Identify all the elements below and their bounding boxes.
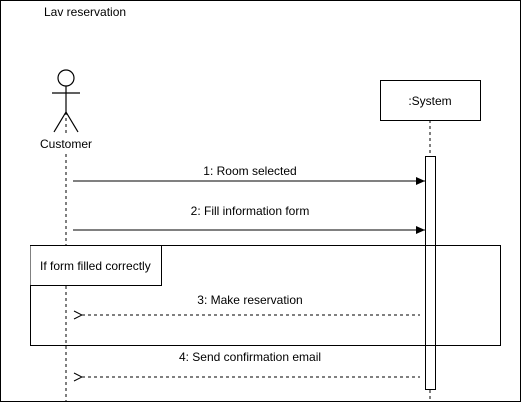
system-box	[380, 80, 481, 121]
fragment-label: If form filled correctly	[40, 259, 151, 273]
condition-fragment	[30, 245, 501, 346]
message-3-label: 3: Make reservation	[197, 293, 302, 307]
message-1-label: 1: Room selected	[203, 164, 296, 178]
actor-label: Customer	[40, 137, 92, 151]
message-2-label: 2: Fill information form	[191, 204, 310, 218]
customer-actor	[52, 69, 80, 133]
system-activation-bar	[425, 156, 436, 390]
system-label: :System	[408, 94, 451, 108]
actor-left-leg	[53, 111, 67, 133]
message-4-label: 4: Send confirmation email	[179, 350, 321, 364]
diagram-title: Lav reservation	[44, 5, 126, 19]
fragment-label-box	[30, 245, 162, 286]
actor-label-bg	[38, 136, 94, 152]
actor-right-leg	[65, 111, 79, 133]
